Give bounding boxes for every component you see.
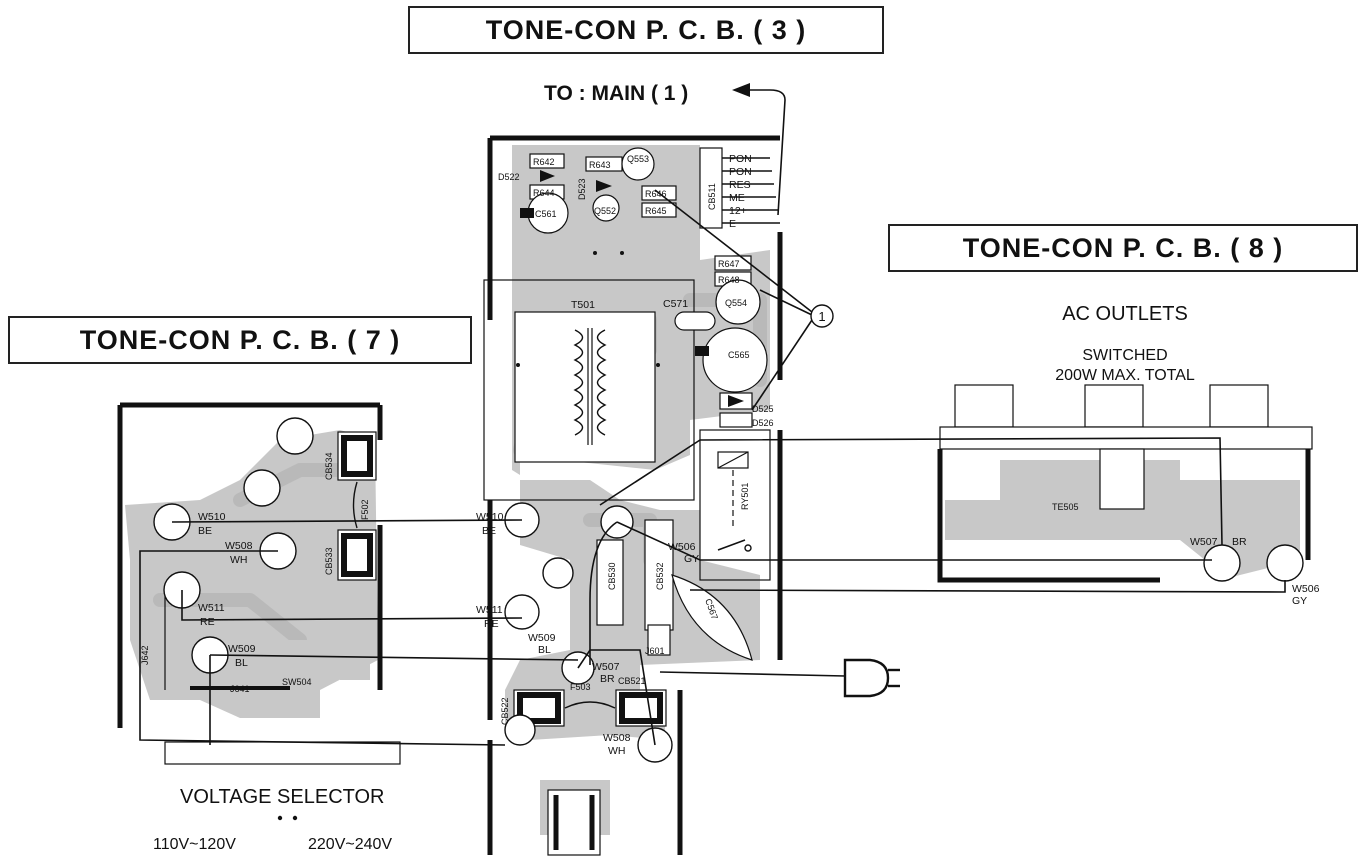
pin-pon-2: PON xyxy=(729,166,752,178)
label-ry501: RY501 xyxy=(740,483,750,510)
ac-outlets-block: AC OUTLETS SWITCHED 200W MAX. TOTAL xyxy=(1055,303,1195,384)
label-r643: R643 xyxy=(589,160,611,170)
label-sw504: SW504 xyxy=(282,677,312,687)
board3-title: TONE-CON P. C. B. ( 3 ) xyxy=(408,6,884,54)
board8 xyxy=(937,384,1313,583)
label-cb511: CB511 xyxy=(707,183,717,210)
wire-w511-left-color: RE xyxy=(200,616,215,628)
wire-w506-mid-color: GY xyxy=(684,553,699,565)
label-c561: C561 xyxy=(535,209,557,219)
callout-marker xyxy=(810,304,834,328)
wire-w509-left: W509 xyxy=(228,643,256,655)
wire-labels: W510 BE W508 WH W511 RE W509 BL W510 BE … xyxy=(198,511,1320,757)
wire-w507-mid: W507 xyxy=(592,661,620,673)
label-j642: J642 xyxy=(140,645,150,665)
wire-w510-mid-color: BE xyxy=(482,525,496,537)
label-f502: F502 xyxy=(360,499,370,520)
label-d522: D522 xyxy=(498,172,520,182)
label-r644: R644 xyxy=(533,188,555,198)
to-main-label: TO : MAIN ( 1 ) xyxy=(544,82,688,105)
wire-w511-left: W511 xyxy=(198,602,225,614)
voltage-selector-title: VOLTAGE SELECTOR xyxy=(180,786,385,808)
wire-w510-mid: W510 xyxy=(476,511,504,523)
label-r645: R645 xyxy=(645,206,667,216)
label-cb522: CB522 xyxy=(500,697,510,725)
wire-w508-bottom-color: WH xyxy=(608,745,626,757)
board7 xyxy=(117,402,401,765)
label-cb533: CB533 xyxy=(324,547,334,575)
pin-e: E xyxy=(729,218,736,230)
connector-pin-labels: PON PON RES ME 12+ E xyxy=(729,153,752,230)
label-r648: R648 xyxy=(718,275,740,285)
callout-number: 1 xyxy=(818,309,825,324)
wire-w509-mid: W509 xyxy=(528,632,556,644)
label-te505: TE505 xyxy=(1052,502,1079,512)
label-cb521: CB521 xyxy=(618,676,646,686)
label-d523: D523 xyxy=(577,178,587,200)
wire-w506-right: W506 xyxy=(1292,583,1320,595)
label-d526: D526 xyxy=(752,418,774,428)
label-cb532: CB532 xyxy=(655,562,665,590)
voltage-low: 110V~120V xyxy=(153,836,236,853)
wire-w507-mid-color: BR xyxy=(600,673,615,685)
wire-w510-left: W510 xyxy=(198,511,226,523)
ac-outlets-line2: 200W MAX. TOTAL xyxy=(1055,367,1195,384)
label-c571: C571 xyxy=(663,298,688,310)
board3 xyxy=(483,135,783,856)
component-labels: R642 R643 Q553 D522 R644 D523 R646 C561 … xyxy=(140,154,1079,725)
wire-w511-mid: W511 xyxy=(476,604,503,616)
pin-pon-1: PON xyxy=(729,153,752,165)
label-j601: J601 xyxy=(645,646,665,656)
label-q552: Q552 xyxy=(594,206,616,216)
label-q554: Q554 xyxy=(725,298,747,308)
label-t501: T501 xyxy=(571,299,595,311)
voltage-high: 220V~240V xyxy=(308,836,392,853)
pin-res: RES xyxy=(729,179,751,191)
wire-w508-left: W508 xyxy=(225,540,253,552)
wire-w507-right-color: BR xyxy=(1232,536,1247,548)
wire-w508-bottom: W508 xyxy=(603,732,631,744)
board8-title: TONE-CON P. C. B. ( 8 ) xyxy=(888,224,1358,272)
wire-w511-mid-color: RE xyxy=(484,618,499,630)
wire-w509-mid-color: BL xyxy=(538,644,551,656)
label-j641: J641 xyxy=(230,684,250,694)
ac-outlets-title: AC OUTLETS xyxy=(1062,303,1188,325)
ac-outlets-line1: SWITCHED xyxy=(1082,347,1167,364)
label-d525: D525 xyxy=(752,404,774,414)
label-c565: C565 xyxy=(728,350,750,360)
label-f503: F503 xyxy=(570,682,591,692)
label-r646: R646 xyxy=(645,189,667,199)
wire-w506-right-color: GY xyxy=(1292,595,1307,607)
label-cb530: CB530 xyxy=(607,562,617,590)
pin-12v: 12+ xyxy=(729,205,747,217)
pin-me: ME xyxy=(729,192,745,204)
wire-w508-left-color: WH xyxy=(230,554,248,566)
label-cb534: CB534 xyxy=(324,452,334,480)
wire-w507-right: W507 xyxy=(1190,536,1218,548)
wire-w509-left-color: BL xyxy=(235,657,248,669)
label-q553: Q553 xyxy=(627,154,649,164)
wire-w510-left-color: BE xyxy=(198,525,212,537)
label-r642: R642 xyxy=(533,157,555,167)
wire-w506-mid: W506 xyxy=(668,541,696,553)
voltage-selector-block: VOLTAGE SELECTOR 110V~120V 220V~240V xyxy=(153,786,392,853)
label-r647: R647 xyxy=(718,259,740,269)
board7-title: TONE-CON P. C. B. ( 7 ) xyxy=(8,316,472,364)
wiring xyxy=(139,83,1286,746)
